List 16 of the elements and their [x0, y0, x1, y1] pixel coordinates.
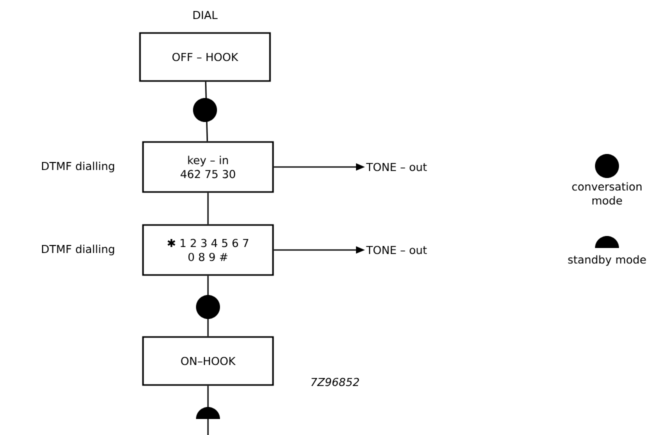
process-box: key – in 462 75 30 — [142, 141, 274, 193]
output-label: TONE – out — [366, 246, 427, 254]
legend-text: conversation mode — [572, 182, 642, 205]
side-label: DTMF dialling — [42, 162, 114, 172]
figure-number: 7Z96852 — [311, 378, 359, 386]
output-label: TONE – out — [366, 162, 427, 172]
process-box: OFF – HOOK — [139, 32, 271, 82]
connector — [205, 82, 208, 142]
side-label: DIAL — [193, 11, 218, 19]
legend-text: standby mode — [568, 255, 646, 266]
side-label: DTMF dialling — [42, 244, 114, 256]
connector — [207, 192, 209, 224]
process-box: ✱ 1 2 3 4 5 6 7 0 8 9 # — [142, 224, 274, 276]
connector — [207, 276, 209, 336]
connector — [207, 386, 209, 435]
process-box: ON–HOOK — [142, 336, 274, 386]
